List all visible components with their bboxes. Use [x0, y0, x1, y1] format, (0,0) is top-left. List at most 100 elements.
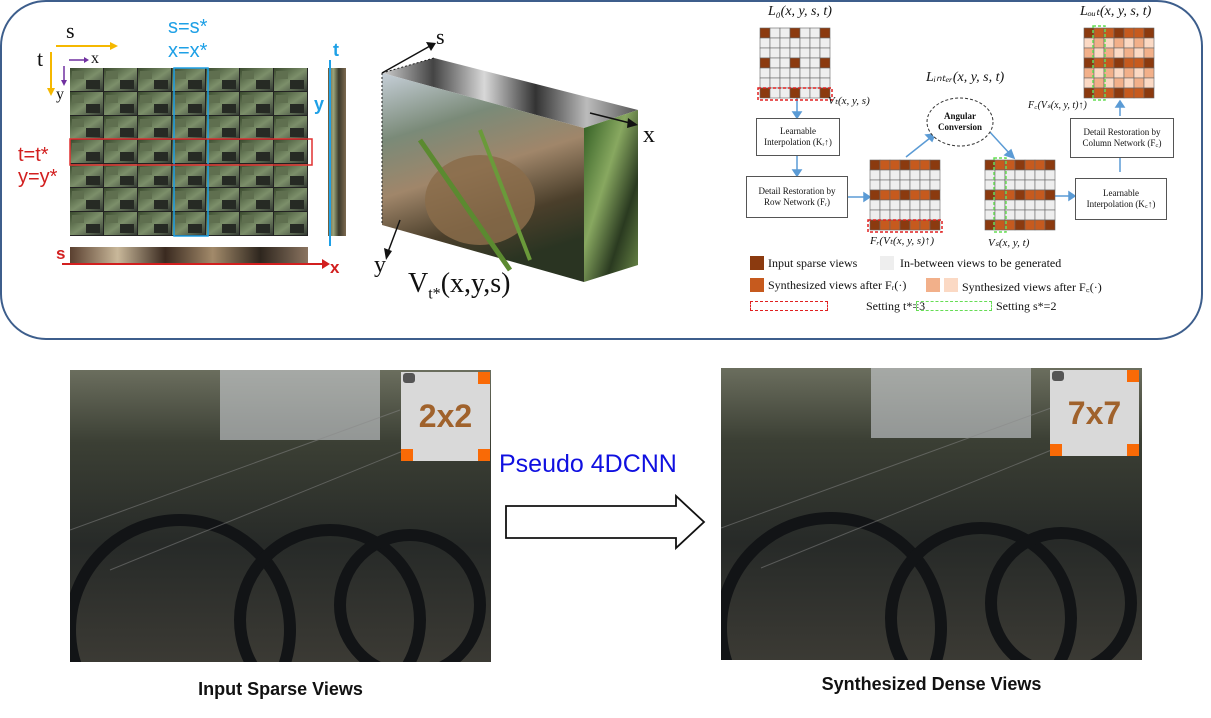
Linter-grid-left-cell — [869, 219, 881, 231]
Linter-grid-right-cell — [1044, 219, 1056, 231]
Linter-grid-right-cell — [1024, 179, 1036, 191]
Lout-grid-cell — [1123, 47, 1135, 59]
Lout-grid-cell — [1143, 37, 1155, 49]
Linter-grid-right-cell — [1044, 209, 1056, 221]
top-panel — [0, 0, 1203, 340]
Linter-grid-right-cell — [1044, 189, 1056, 201]
L0-grid-cell — [769, 87, 781, 99]
Linter-grid-left-cell — [899, 159, 911, 171]
Linter-grid-right-cell — [1044, 199, 1056, 211]
method-label: Pseudo 4DCNN — [499, 450, 677, 478]
Linter-grid-left-cell — [929, 169, 941, 181]
legend-synth-c-swatch2 — [944, 278, 958, 292]
volume-side-face — [584, 110, 638, 282]
column-highlight — [173, 67, 209, 237]
restore-row-line2: Row Network (Fᵣ) — [763, 197, 831, 207]
Lout-grid-cell — [1113, 37, 1125, 49]
synth-camera-icon — [1052, 371, 1064, 381]
input-grid-badge: 2x2 — [401, 372, 490, 461]
L0-grid-cell — [819, 77, 831, 89]
Linter-grid-right-cell — [1044, 179, 1056, 191]
vertical-epi-strip — [328, 68, 346, 236]
input-corner-tr — [478, 372, 490, 384]
L0-grid-cell — [799, 57, 811, 69]
L0-grid-cell — [819, 67, 831, 79]
input-corner-br — [478, 449, 490, 461]
Lout-grid-cell — [1093, 27, 1105, 39]
Linter-grid-left-cell — [929, 159, 941, 171]
x-star-label: x=x* — [168, 40, 208, 62]
Linter-grid-left-cell — [869, 189, 881, 201]
Linter-left-row-highlight — [867, 219, 943, 233]
Linter-grid-left-cell — [879, 199, 891, 211]
L0-grid-cell — [779, 57, 791, 69]
Linter-grid-left-cell — [869, 159, 881, 171]
Linter-grid-right-cell — [994, 199, 1006, 211]
Lout-grid-cell — [1133, 77, 1145, 89]
Linter-grid-left-cell — [899, 179, 911, 191]
legend-synth-r-swatch — [750, 278, 764, 292]
synth-grid-size: 7x7 — [1067, 394, 1122, 431]
Linter-grid-right-cell — [1034, 219, 1046, 231]
Linter-grid-left-cell — [919, 169, 931, 181]
Fr-label: Fᵣ(Vₜ(x, y, s)↑) — [870, 235, 934, 247]
volume-caption-v: V — [408, 268, 429, 299]
Linter-grid-right-cell — [1024, 159, 1036, 171]
legend-setting-s-text: Setting s*=2 — [996, 299, 1057, 313]
L0-grid-cell — [819, 47, 831, 59]
bottom-s-label: s — [56, 244, 66, 263]
Lout-grid-cell — [1123, 27, 1135, 39]
Linter-grid-right — [984, 159, 1056, 231]
axis-x-small-label: x — [91, 50, 99, 67]
Linter-grid-left-cell — [909, 169, 921, 181]
Linter-grid-left-cell — [909, 179, 921, 191]
legend-green-dash — [916, 301, 992, 311]
Linter-grid-right-cell — [1014, 169, 1026, 181]
t-star-label: t=t* — [18, 144, 49, 166]
Linter-grid-left-cell — [919, 159, 931, 171]
Lout-grid-cell — [1113, 67, 1125, 79]
L0-grid-cell — [759, 57, 771, 69]
angular-line2: Conversion — [937, 122, 982, 132]
Lout-grid-cell — [1093, 67, 1105, 79]
L0-grid-cell — [819, 37, 831, 49]
Linter-grid-left-cell — [919, 219, 931, 231]
Lout-grid — [1083, 27, 1155, 99]
L0-grid-cell — [809, 37, 821, 49]
L0-grid-cell — [809, 67, 821, 79]
pipeline-arrows — [791, 98, 1126, 203]
lightfield-grid-svg — [47, 42, 346, 269]
Linter-grid-left-cell — [929, 219, 941, 231]
volume-caption-rest: (x,y,s) — [440, 268, 511, 299]
L0-grid-cell — [809, 87, 821, 99]
interp-row-line1: Learnable — [780, 126, 816, 136]
L0-grid-cell — [809, 27, 821, 39]
Lout-grid-cell — [1143, 57, 1155, 69]
volume-caption-sub: t* — [428, 285, 441, 303]
L0-grid-cell — [769, 67, 781, 79]
Linter-grid-right-cell — [1034, 179, 1046, 191]
Linter-grid-right-cell — [1024, 219, 1036, 231]
Linter-grid-left-cell — [879, 209, 891, 221]
Linter-grid-left-cell — [919, 199, 931, 211]
L0-grid-cell — [759, 47, 771, 59]
synth-grid-badge: 7x7 — [1050, 370, 1139, 456]
Linter-grid-right-cell — [1034, 189, 1046, 201]
Linter-grid-left-cell — [919, 179, 931, 191]
axis-t-label: t — [37, 46, 44, 71]
L0-grid-cell — [799, 27, 811, 39]
L0-grid-cell — [779, 67, 791, 79]
L0-grid-cell — [789, 57, 801, 69]
Lout-grid-cell — [1093, 57, 1105, 69]
synth-corner-tr — [1127, 370, 1139, 382]
Lout-grid-cell — [1133, 87, 1145, 99]
Linter-grid-right-cell — [1014, 199, 1026, 211]
legend-between-text: In-between views to be generated — [900, 256, 1062, 270]
legend-input-text: Input sparse views — [768, 256, 858, 270]
Linter-grid-left-cell — [879, 189, 891, 201]
L0-grid-cell — [799, 77, 811, 89]
Linter-grid-left-cell — [889, 189, 901, 201]
